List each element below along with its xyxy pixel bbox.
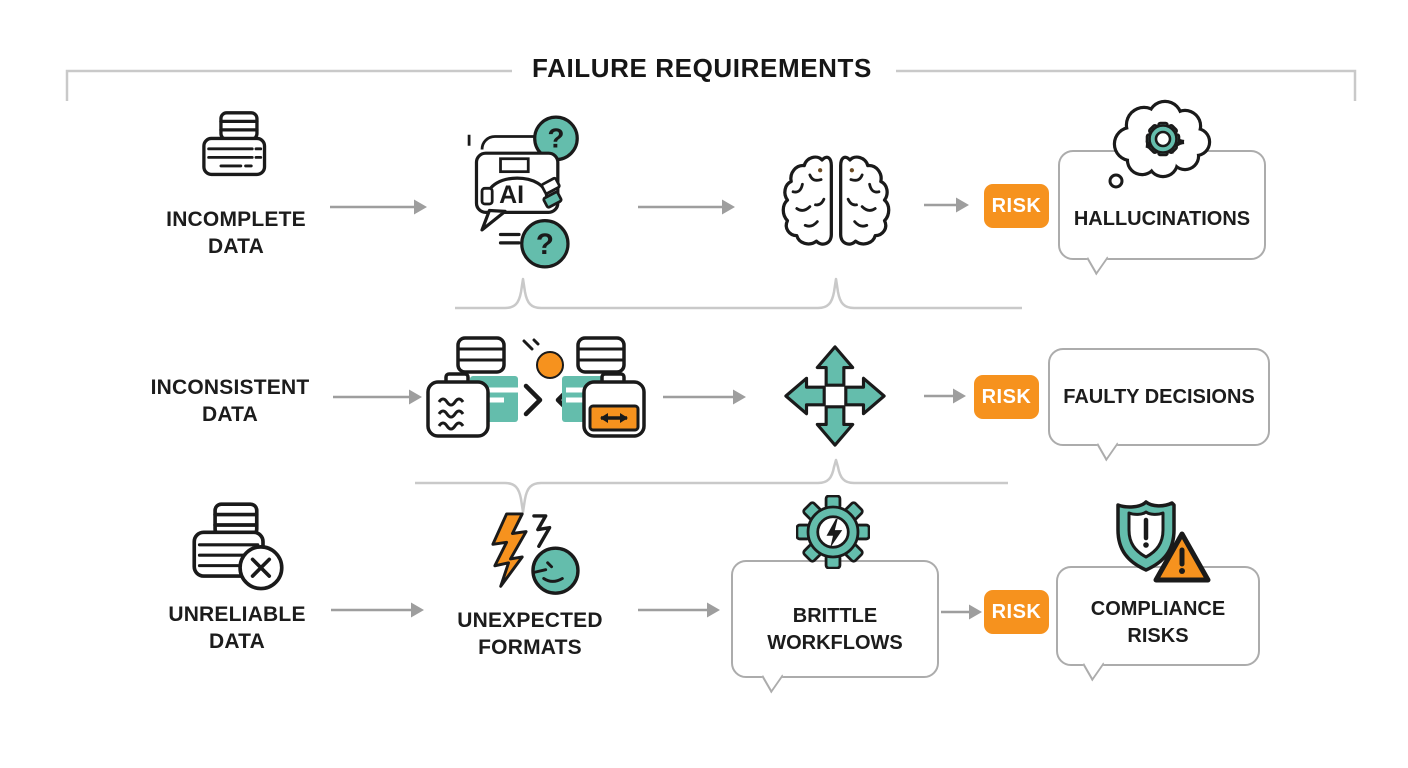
row2-source-label: INCONSISTENT DATA	[150, 376, 310, 426]
unreliable-data-stack-icon	[188, 501, 288, 599]
flow-arrow	[638, 199, 735, 215]
data-conflict-icon	[424, 336, 649, 458]
row2-gather-brace	[415, 458, 1008, 514]
row1-risk-badge: RISK	[984, 184, 1049, 228]
flow-arrows	[330, 197, 982, 620]
shield-warning-icon	[1102, 498, 1214, 598]
row3-middle-label: UNEXPECTED FORMATS	[457, 609, 603, 659]
row3-outcome-bubble: COMPLIANCE RISKS	[1056, 566, 1260, 682]
row1-source-label: INCOMPLETE DATA	[166, 208, 306, 258]
thought-cloud-gear-icon	[1099, 97, 1217, 189]
question-mark: ?	[548, 123, 565, 154]
row1-gather-brace	[455, 277, 1022, 310]
row3-stage-bubble: BRITTLE WORKFLOWS	[731, 560, 939, 694]
gear-lightning-icon	[796, 495, 870, 569]
title-frame-bracket	[65, 69, 1357, 101]
page-title: FAILURE REQUIREMENTS	[532, 53, 872, 83]
row3-source-label: UNRELIABLE DATA	[168, 603, 306, 653]
row3-outcome-label: COMPLIANCE RISKS	[1090, 598, 1226, 647]
expand-arrows-icon	[780, 341, 890, 451]
flow-arrow	[924, 197, 969, 213]
flow-arrow	[330, 199, 427, 215]
row2-outcome-label: FAULTY DECISIONS	[1063, 385, 1255, 408]
flow-arrow	[638, 602, 720, 618]
row2-outcome-bubble: FAULTY DECISIONS	[1048, 348, 1270, 462]
row3-risk-badge: RISK	[984, 590, 1049, 634]
row3-stage-label: BRITTLE WORKFLOWS	[767, 605, 903, 654]
question-mark: ?	[536, 228, 554, 261]
flow-arrow	[331, 602, 424, 618]
flow-arrow	[333, 389, 422, 405]
flow-arrow	[941, 604, 982, 620]
flow-arrow	[924, 388, 966, 404]
ai-chatbot-icon: ? AI ?	[458, 112, 580, 272]
ai-label: AI	[499, 181, 524, 209]
flow-arrow	[663, 389, 746, 405]
row2-risk-badge: RISK	[974, 375, 1039, 419]
brain-icon	[780, 150, 892, 254]
row1-outcome-label: HALLUCINATIONS	[1073, 207, 1251, 230]
broken-formats-icon	[476, 512, 588, 600]
incomplete-data-stack-icon	[198, 110, 278, 182]
